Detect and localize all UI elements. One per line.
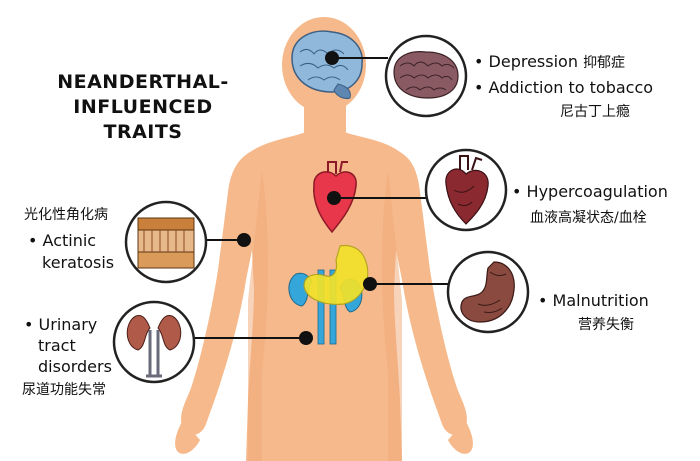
label-urinary-3: disorders — [38, 357, 112, 376]
connector-dots — [237, 51, 377, 345]
body-shading — [248, 170, 268, 461]
body-shading-right — [382, 170, 402, 461]
title-line-3: TRAITS — [103, 121, 183, 143]
label-keratosis-1: Actinic — [28, 230, 97, 251]
label-malnutrition-zh: 营养失衡 — [578, 317, 634, 333]
label-keratosis-zh: 光化性角化病 — [24, 207, 108, 223]
label-tobacco: Addiction to tobacco — [474, 77, 654, 98]
label-urinary-2: tract — [38, 336, 76, 355]
label-depression: Depression 抑郁症 — [474, 51, 626, 74]
skin-tissue-icon — [124, 200, 208, 284]
label-urinary-1: Urinary — [24, 314, 98, 335]
diagram-title: NEANDERTHAL- INFLUENCED TRAITS — [28, 70, 258, 145]
connectors — [188, 57, 448, 339]
label-hypercoagulation: Hypercoagulation — [512, 181, 668, 202]
label-malnutrition: Malnutrition — [538, 290, 649, 311]
brain-icon — [384, 34, 468, 118]
stomach-organ — [303, 244, 369, 305]
label-hypercoagulation-zh: 血液高凝状态/血栓 — [530, 210, 647, 226]
label-keratosis-2: keratosis — [42, 253, 115, 272]
title-line-2: INFLUENCED — [73, 96, 213, 118]
kidney-icon — [112, 300, 196, 384]
label-tobacco-zh: 尼古丁上瘾 — [560, 104, 630, 120]
heart-icon — [424, 148, 508, 232]
stomach-icon — [446, 250, 530, 334]
title-line-1: NEANDERTHAL- — [57, 71, 229, 93]
label-urinary-zh: 尿道功能失常 — [22, 382, 106, 398]
